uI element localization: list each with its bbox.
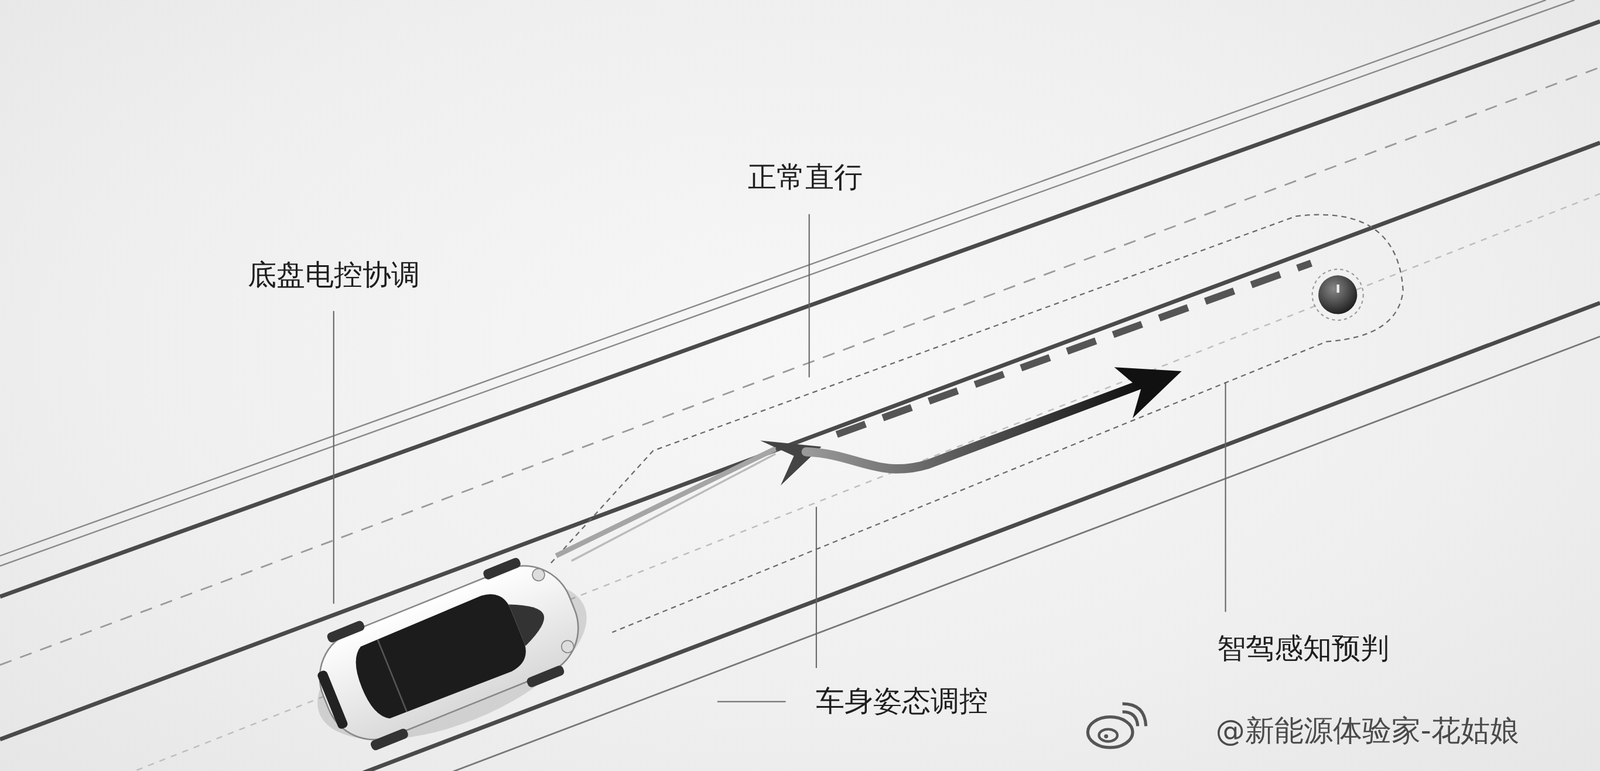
weibo-logo: [1087, 703, 1146, 748]
callout-label: 智驾感知预判: [1213, 630, 1393, 668]
path-envelope: [551, 214, 1404, 633]
avoidance-arrow: [556, 367, 1182, 562]
callout-label: 车身姿态调控: [812, 683, 992, 721]
leader-lines: [333, 214, 1226, 703]
callout-label: 底盘电控协调: [244, 257, 424, 294]
car: [292, 540, 608, 771]
watermark: @新能源体验家-花姑娘: [1212, 712, 1523, 750]
callout-label: 正常直行: [744, 159, 867, 197]
obstacle-marker: [1312, 269, 1364, 321]
